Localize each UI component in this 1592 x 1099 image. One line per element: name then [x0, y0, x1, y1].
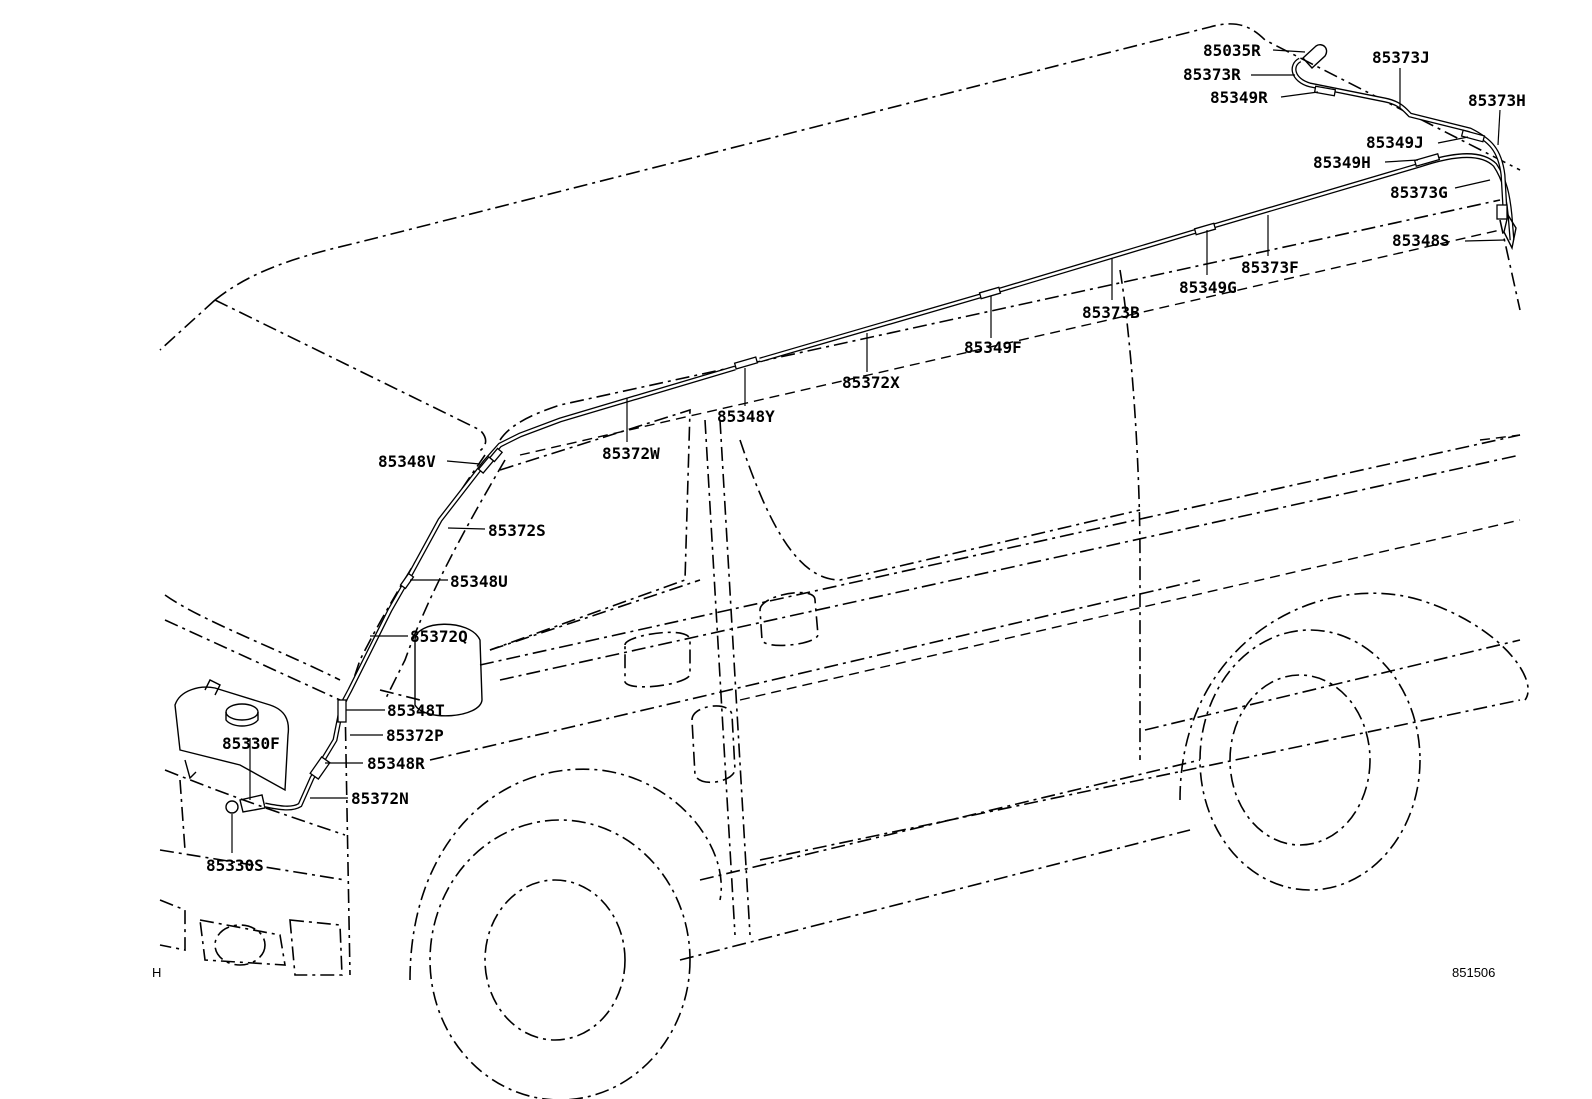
hose-connectors [309, 85, 1508, 780]
label-85372P: 85372P [386, 726, 444, 745]
label-85373H: 85373H [1468, 91, 1526, 110]
label-85348S: 85348S [1392, 231, 1450, 250]
label-85372Q: 85372Q [410, 627, 468, 646]
label-85349R: 85349R [1210, 88, 1268, 107]
washer-tank [174, 679, 290, 814]
label-85330S: 85330S [206, 856, 264, 875]
label-85035R: 85035R [1203, 41, 1261, 60]
label-85349J: 85349J [1366, 133, 1424, 152]
label-85348U: 85348U [450, 572, 508, 591]
label-85348T: 85348T [387, 701, 445, 720]
label-85373B: 85373B [1082, 303, 1140, 322]
label-85349F: 85349F [964, 338, 1022, 357]
label-85330F: 85330F [222, 734, 280, 753]
label-85373F: 85373F [1241, 258, 1299, 277]
label-85348Y: 85348Y [717, 407, 775, 426]
part-labels: 85035R 85373R 85349R 85373J 85373H 85349… [206, 41, 1526, 875]
label-85373R: 85373R [1183, 65, 1241, 84]
label-85349H: 85349H [1313, 153, 1371, 172]
label-85373J: 85373J [1372, 48, 1430, 67]
label-85372X: 85372X [842, 373, 900, 392]
label-85372S: 85372S [488, 521, 546, 540]
label-85372W: 85372W [602, 444, 660, 463]
van-body-outline [159, 23, 1529, 1099]
label-85372N: 85372N [351, 789, 409, 808]
corner-mark-left: H [152, 965, 161, 980]
leader-lines [231, 49, 1506, 853]
diagram-reference-number: 851506 [1452, 965, 1495, 980]
label-85349G: 85349G [1179, 278, 1237, 297]
washer-hose-path [264, 44, 1517, 811]
label-85348V: 85348V [378, 452, 436, 471]
label-85348R: 85348R [367, 754, 425, 773]
label-85373G: 85373G [1390, 183, 1448, 202]
